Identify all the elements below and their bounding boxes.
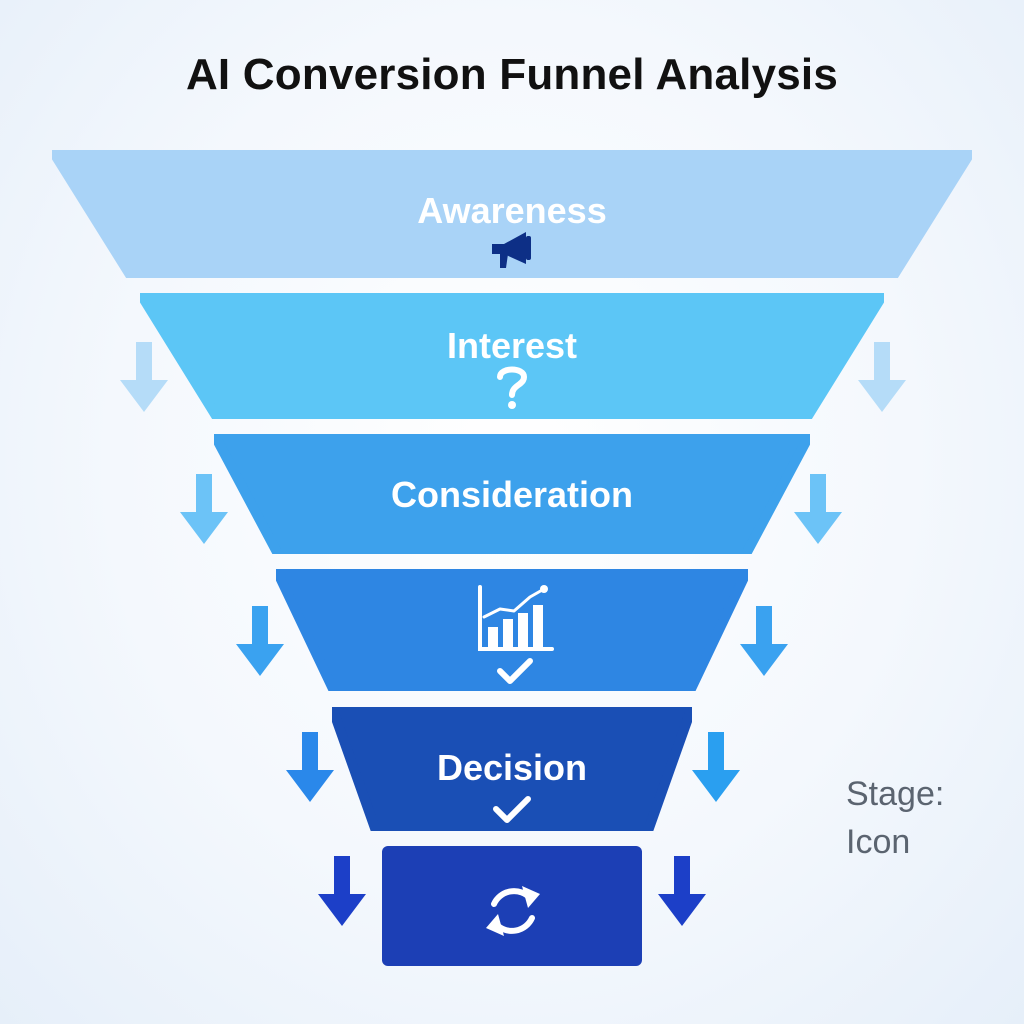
stage-label: Interest	[446, 325, 578, 366]
down-arrow-icon	[118, 342, 170, 419]
down-arrow-icon	[284, 732, 336, 809]
down-arrow-icon	[792, 474, 844, 551]
down-arrow-icon	[690, 732, 742, 809]
legend-note-line2: Icon	[846, 823, 911, 861]
down-arrow-icon	[178, 474, 230, 551]
question-mark-icon	[492, 363, 532, 416]
megaphone-icon	[488, 228, 536, 277]
down-arrow-icon	[316, 856, 368, 933]
down-arrow-icon	[738, 606, 790, 683]
stage-shape	[382, 846, 642, 966]
funnel-stage-decision: Decision	[332, 707, 692, 831]
down-arrow-icon	[234, 606, 286, 683]
stage-shape	[332, 707, 692, 831]
down-arrow-icon	[856, 342, 908, 419]
funnel-stage-awareness: Awareness	[52, 150, 972, 278]
stage-label: Decision	[436, 747, 588, 788]
funnel-stage-analytics	[276, 569, 748, 691]
page-title: AI Conversion Funnel Analysis	[185, 50, 839, 99]
stage-label: Awareness	[417, 190, 607, 231]
stage-label: Consideration	[390, 474, 633, 515]
bar-chart-check-icon	[476, 583, 556, 692]
funnel-stage-retention	[382, 846, 642, 966]
stage-shape	[52, 150, 972, 278]
legend-note: Stage: Icon	[846, 770, 944, 866]
funnel-stage-consideration: Consideration	[214, 434, 810, 554]
stage-shape	[140, 293, 884, 419]
down-arrow-icon	[656, 856, 708, 933]
refresh-icon	[480, 878, 546, 949]
stage-shape	[214, 434, 810, 554]
checkmark-icon	[490, 793, 534, 832]
legend-note-line1: Stage:	[846, 775, 945, 813]
funnel-stage-interest: Interest	[140, 293, 884, 419]
